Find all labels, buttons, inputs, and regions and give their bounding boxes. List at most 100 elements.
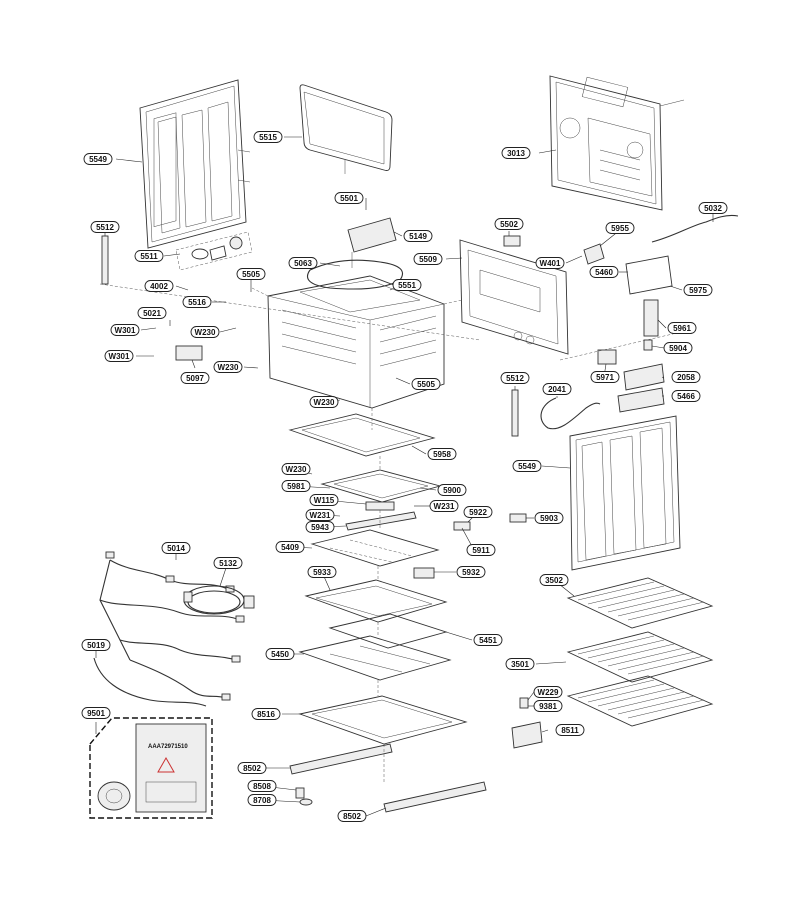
callout-W231a: W231 [429, 500, 459, 512]
part-5955 [583, 243, 605, 265]
part-5903 [509, 513, 527, 523]
callout-text: 5505 [417, 380, 435, 389]
callout-text: 8502 [243, 764, 261, 773]
callout-5505a: 5505 [236, 268, 266, 280]
callout-text: 5501 [340, 194, 358, 203]
oven-rack-3502 [566, 577, 714, 629]
callout-bubble [667, 322, 697, 334]
callout-W301b: W301 [104, 350, 134, 362]
callout-text: 5032 [704, 204, 722, 213]
callout-3501: 3501 [505, 658, 535, 670]
side-panel-left [139, 79, 251, 249]
rear-panel [549, 75, 685, 211]
callout-5451: 5451 [473, 634, 503, 646]
callout-9501: 9501 [81, 707, 111, 719]
callout-text: 5505 [242, 270, 260, 279]
callout-5019: 5019 [81, 639, 111, 651]
callout-5971: 5971 [590, 371, 620, 383]
rail-8502-front [289, 743, 393, 775]
callout-bubble [683, 284, 713, 296]
part-5961 [643, 299, 659, 337]
callout-W401: W401 [535, 257, 565, 269]
callout-text: W230 [314, 398, 335, 407]
cover-5975 [625, 255, 673, 295]
callout-text: W115 [314, 496, 335, 505]
callout-text: 5512 [506, 374, 524, 383]
callout-text: W231 [310, 511, 331, 520]
callout-bubble [337, 810, 367, 822]
callout-5904: 5904 [663, 342, 693, 354]
bottom-plate-5958 [288, 413, 436, 457]
door-gasket [299, 84, 393, 171]
callout-bubble [275, 541, 305, 553]
callout-5516: 5516 [182, 296, 212, 308]
callout-8502a: 8502 [237, 762, 267, 774]
panel-5450 [298, 635, 452, 681]
callout-bubble [671, 371, 701, 383]
part-5971 [597, 349, 617, 365]
callout-bubble [463, 506, 493, 518]
callout-bubble [663, 342, 693, 354]
callout-bubble [534, 512, 564, 524]
callout-bubble [247, 794, 277, 806]
callout-5958: 5958 [427, 448, 457, 460]
bag-fastener [97, 781, 131, 811]
callout-8511: 8511 [555, 724, 585, 736]
callout-bubble [213, 361, 243, 373]
callout-5509: 5509 [413, 253, 443, 265]
callout-5900: 5900 [437, 484, 467, 496]
callout-bubble [671, 390, 701, 402]
callout-bubble [403, 230, 433, 242]
callout-text: 2058 [677, 373, 695, 382]
callout-bubble [456, 566, 486, 578]
callout-bubble [542, 383, 572, 395]
callout-bubble [505, 658, 535, 670]
parts-bag [135, 723, 207, 813]
callout-bubble [137, 307, 167, 319]
callout-bubble [288, 257, 318, 269]
callout-bubble [411, 378, 441, 390]
callout-bubble [190, 326, 220, 338]
callout-text: 5516 [188, 298, 206, 307]
callout-text: 5971 [596, 373, 614, 382]
callout-bubble [427, 448, 457, 460]
callout-text: W230 [286, 465, 307, 474]
callout-text: W301 [115, 326, 136, 335]
callout-W230c: W230 [309, 396, 339, 408]
callout-5515: 5515 [253, 131, 283, 143]
callout-bubble [247, 780, 277, 792]
callout-text: W230 [195, 328, 216, 337]
part-5466 [617, 387, 665, 413]
callout-W229: W229 [533, 686, 563, 698]
hinge-bracket-right [511, 389, 519, 437]
part-5502 [503, 235, 521, 247]
callout-text: 5955 [611, 224, 629, 233]
callout-5512b: 5512 [500, 372, 530, 384]
callout-bubble [305, 509, 335, 521]
callout-bubble [81, 639, 111, 651]
callout-4002: 4002 [144, 280, 174, 292]
callout-text: 5549 [518, 462, 536, 471]
callout-8516: 8516 [251, 708, 281, 720]
callout-bubble [392, 279, 422, 291]
callout-5551: 5551 [392, 279, 422, 291]
rail-8502-rear [383, 781, 487, 813]
bake-element-5981 [320, 469, 442, 503]
leg-8508 [295, 787, 305, 799]
callout-text: 5958 [433, 450, 451, 459]
callout-5911: 5911 [466, 544, 496, 556]
callout-text: 9501 [87, 709, 105, 718]
callout-bubble [334, 192, 364, 204]
insulation-5409 [310, 529, 440, 567]
callout-W230d: W230 [281, 463, 311, 475]
callout-text: 5409 [281, 543, 299, 552]
wiring-harness-5014 [99, 551, 245, 701]
broil-element [306, 259, 404, 290]
callout-bubble [494, 218, 524, 230]
bag-part-number: AAA72971510 [148, 744, 188, 750]
cavity-back-wall [459, 239, 569, 355]
part-drawings [99, 75, 739, 813]
part-w115 [365, 501, 395, 511]
callout-text: 5450 [271, 650, 289, 659]
